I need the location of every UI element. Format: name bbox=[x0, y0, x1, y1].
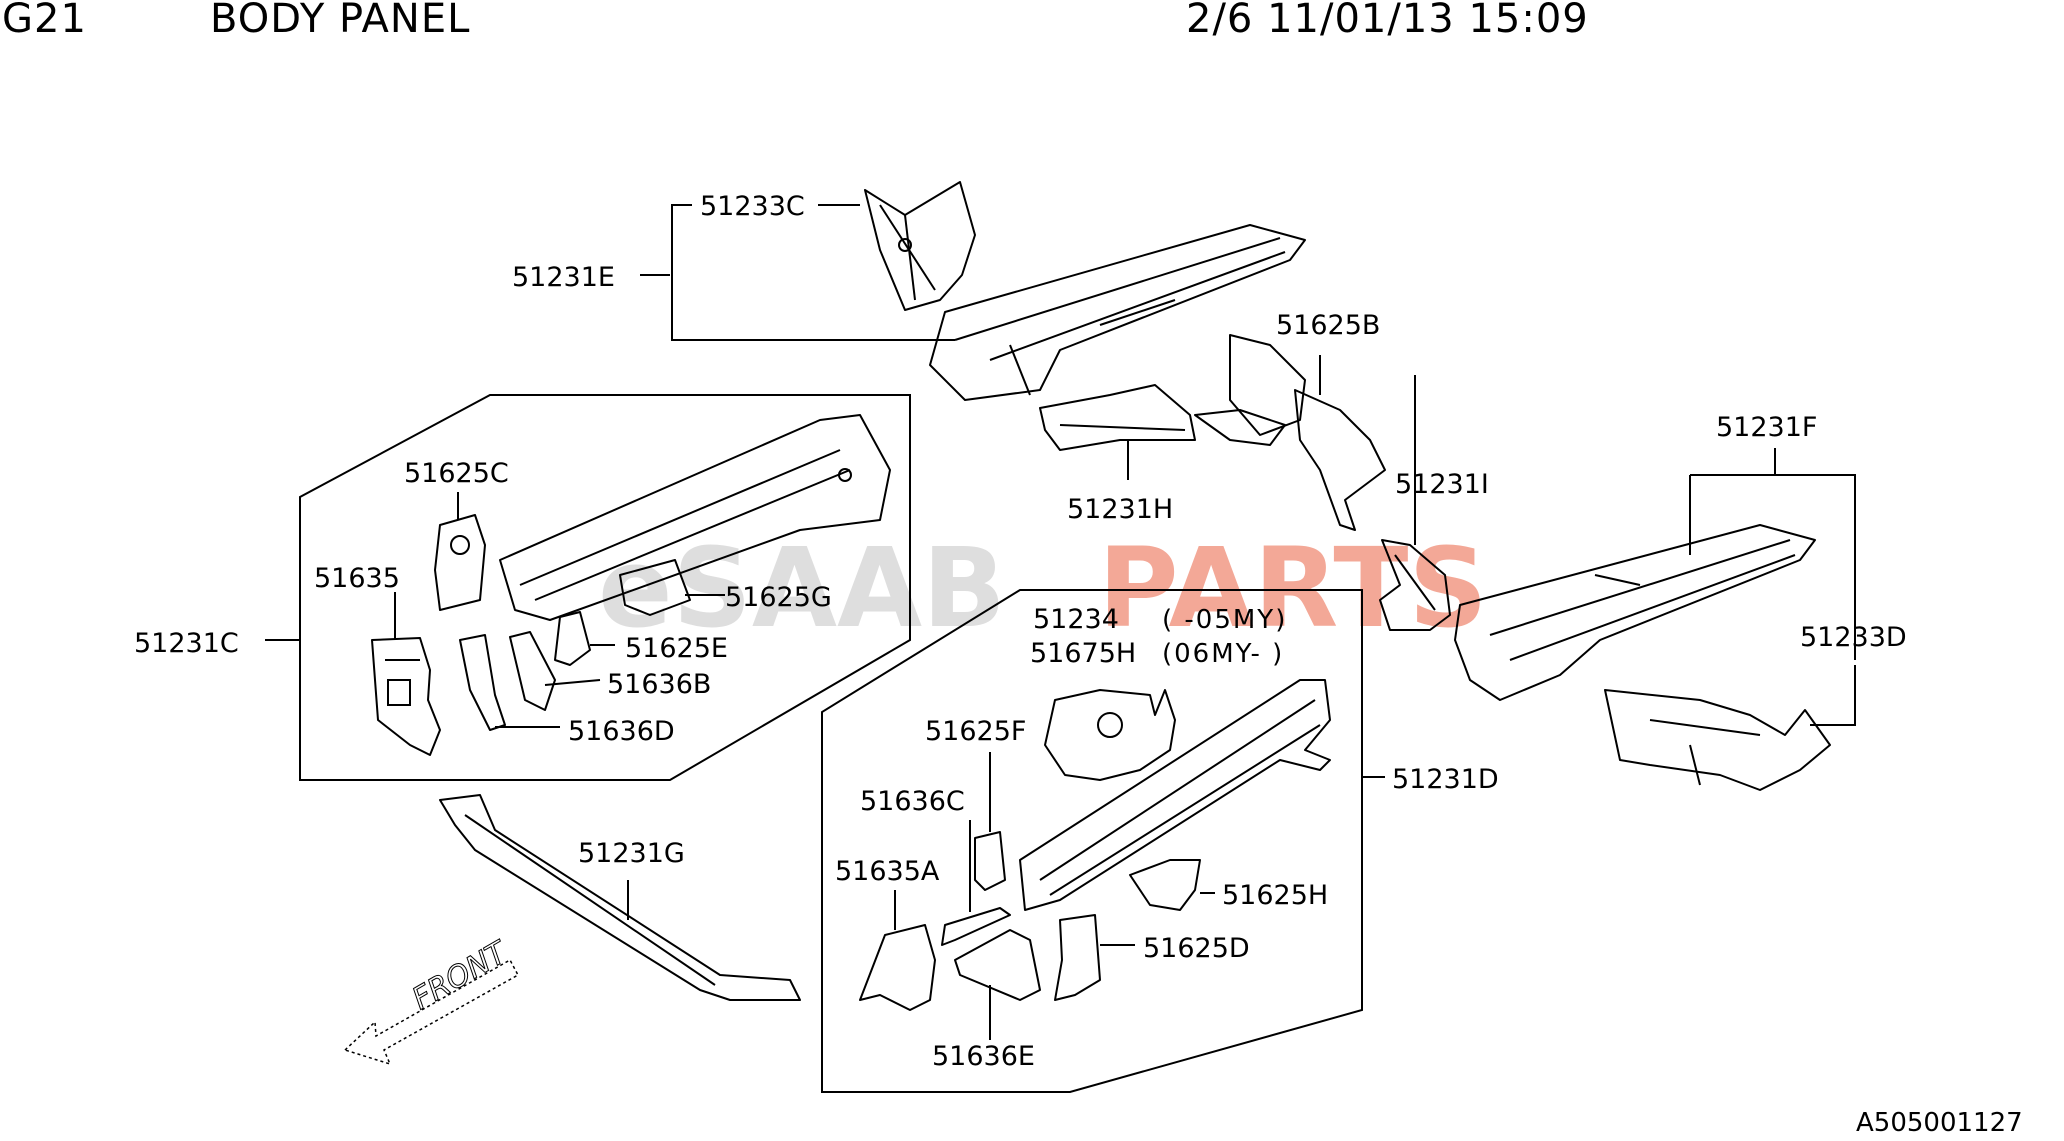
callout-51625E: 51625E bbox=[625, 633, 728, 664]
group-frame-51231D bbox=[821, 589, 1363, 1093]
part-51625E bbox=[554, 611, 591, 666]
callout-51635: 51635 bbox=[314, 563, 400, 594]
callout-51625B: 51625B bbox=[1276, 310, 1380, 341]
part-51231D-rail bbox=[1019, 679, 1331, 911]
callout-51636C: 51636C bbox=[860, 786, 965, 817]
callout-51231C: 51231C bbox=[134, 628, 239, 659]
callout-51636D: 51636D bbox=[568, 716, 675, 747]
callout-51625G: 51625G bbox=[725, 582, 832, 613]
callout-51675H: 51675H bbox=[1030, 638, 1136, 669]
part-51231F bbox=[1454, 524, 1816, 701]
part-51636B bbox=[509, 631, 556, 711]
note-from-06my: (06MY- ) bbox=[1162, 639, 1284, 669]
part-51233D bbox=[1604, 689, 1831, 791]
part-51625D bbox=[1054, 914, 1101, 1001]
callout-51233C: 51233C bbox=[700, 191, 805, 222]
part-51231C-rail bbox=[499, 414, 891, 621]
callout-51625H: 51625H bbox=[1222, 880, 1328, 911]
callout-51231I: 51231I bbox=[1395, 469, 1489, 500]
front-label: FRONT bbox=[407, 934, 516, 1017]
callout-51635A: 51635A bbox=[835, 856, 940, 887]
part-51231I bbox=[1379, 539, 1451, 631]
leader-lines bbox=[265, 204, 1856, 1040]
callout-51636B: 51636B bbox=[607, 669, 711, 700]
part-51625F bbox=[974, 831, 1006, 891]
callout-51231D: 51231D bbox=[1392, 764, 1499, 795]
group-code: G21 bbox=[2, 0, 87, 42]
callout-51234: 51234 bbox=[1033, 604, 1119, 635]
part-51636E bbox=[954, 929, 1041, 1001]
part-51625G bbox=[619, 559, 691, 616]
part-51625C bbox=[434, 514, 486, 611]
callout-51231H: 51231H bbox=[1067, 494, 1173, 525]
callout-51625D: 51625D bbox=[1143, 933, 1250, 964]
callout-51625C: 51625C bbox=[404, 458, 509, 489]
part-51635A bbox=[859, 924, 936, 1011]
callout-51636E: 51636E bbox=[932, 1041, 1035, 1072]
part-51636D bbox=[459, 634, 506, 731]
watermark-parts: PARTS bbox=[1098, 524, 1488, 652]
part-51233C bbox=[864, 181, 976, 311]
callout-51625F: 51625F bbox=[925, 716, 1026, 747]
part-51231E bbox=[929, 224, 1306, 401]
part-51636C bbox=[941, 907, 1011, 946]
front-arrow: FRONT bbox=[343, 934, 520, 1066]
callout-51231F: 51231F bbox=[1716, 412, 1817, 443]
part-51231G bbox=[439, 794, 801, 1001]
diagram-id: A505001127 bbox=[1856, 1108, 2023, 1138]
part-51625H bbox=[1129, 859, 1201, 911]
part-51625B bbox=[1194, 334, 1386, 531]
note-upto-05my: ( -05MY) bbox=[1162, 605, 1287, 635]
callout-51231E: 51231E bbox=[512, 262, 615, 293]
part-51675H bbox=[1044, 689, 1176, 781]
group-frame-51231C bbox=[299, 394, 911, 781]
part-51635 bbox=[371, 637, 441, 756]
page-info: 2/6 11/01/13 15:09 bbox=[1186, 0, 1589, 42]
callout-51231G: 51231G bbox=[578, 838, 685, 869]
callout-51233D: 51233D bbox=[1800, 622, 1907, 653]
part-51231H bbox=[1039, 384, 1196, 451]
group-title: BODY PANEL bbox=[210, 0, 471, 42]
